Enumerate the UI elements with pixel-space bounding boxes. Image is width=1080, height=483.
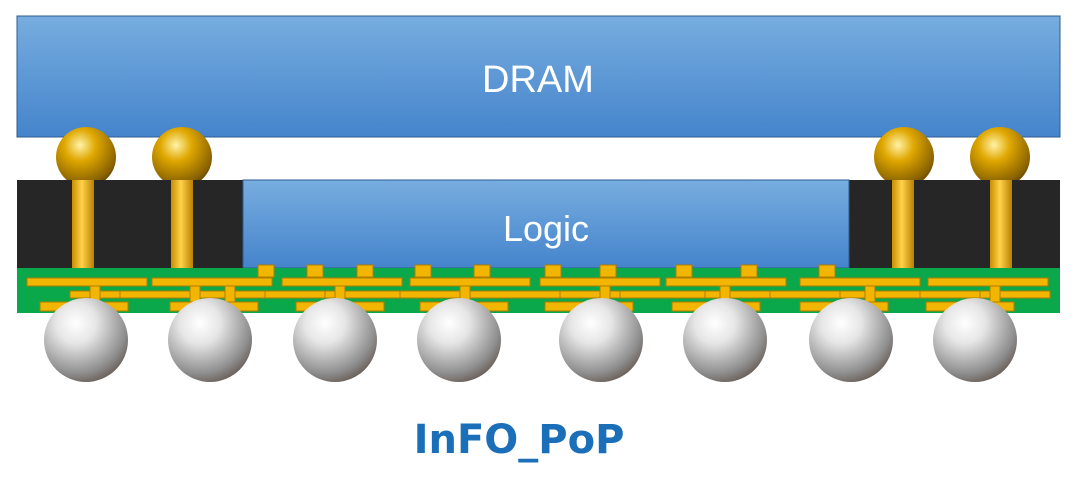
- diagram-caption: InFO_PoP: [414, 417, 625, 463]
- rdl-trace: [665, 277, 787, 287]
- logic-die: Logic: [242, 179, 850, 269]
- rdl-pad: [414, 264, 432, 278]
- rdl-trace: [409, 277, 531, 287]
- logic-label: Logic: [503, 208, 589, 249]
- bga-ball: [168, 298, 252, 382]
- rdl-pad: [473, 264, 491, 278]
- dram-label: DRAM: [482, 59, 594, 101]
- rdl-pad: [740, 264, 758, 278]
- bga-ball: [559, 298, 643, 382]
- rdl-trace: [151, 277, 273, 287]
- rdl-pad: [356, 264, 374, 278]
- bga-ball: [809, 298, 893, 382]
- tiv-pillar: [171, 180, 193, 276]
- rdl-trace: [26, 277, 148, 287]
- rdl-trace: [979, 290, 1051, 299]
- pop-ball: [874, 127, 934, 187]
- dram-die: DRAM: [16, 15, 1061, 138]
- rdl-pad: [544, 264, 562, 278]
- rdl-pad: [599, 264, 617, 278]
- pop-solder-balls: [56, 127, 1030, 187]
- rdl-trace: [927, 277, 1049, 287]
- rdl-trace: [281, 277, 403, 287]
- rdl-pad: [675, 264, 693, 278]
- rdl-pad: [818, 264, 836, 278]
- tiv-pillar: [892, 180, 914, 276]
- rdl-trace: [769, 290, 841, 299]
- bga-ball: [44, 298, 128, 382]
- pop-ball: [970, 127, 1030, 187]
- rdl-pad: [257, 264, 275, 278]
- bga-ball: [417, 298, 501, 382]
- tiv-pillar: [990, 180, 1012, 276]
- rdl-pad: [306, 264, 324, 278]
- through-info-vias: [72, 180, 1012, 276]
- rdl-trace: [539, 277, 661, 287]
- bga-ball: [293, 298, 377, 382]
- rdl-trace: [799, 277, 921, 287]
- bga-solder-balls: [44, 298, 1017, 382]
- pop-ball: [152, 127, 212, 187]
- rdl-trace: [919, 290, 981, 299]
- bga-ball: [683, 298, 767, 382]
- pop-ball: [56, 127, 116, 187]
- tiv-pillar: [72, 180, 94, 276]
- bga-ball: [933, 298, 1017, 382]
